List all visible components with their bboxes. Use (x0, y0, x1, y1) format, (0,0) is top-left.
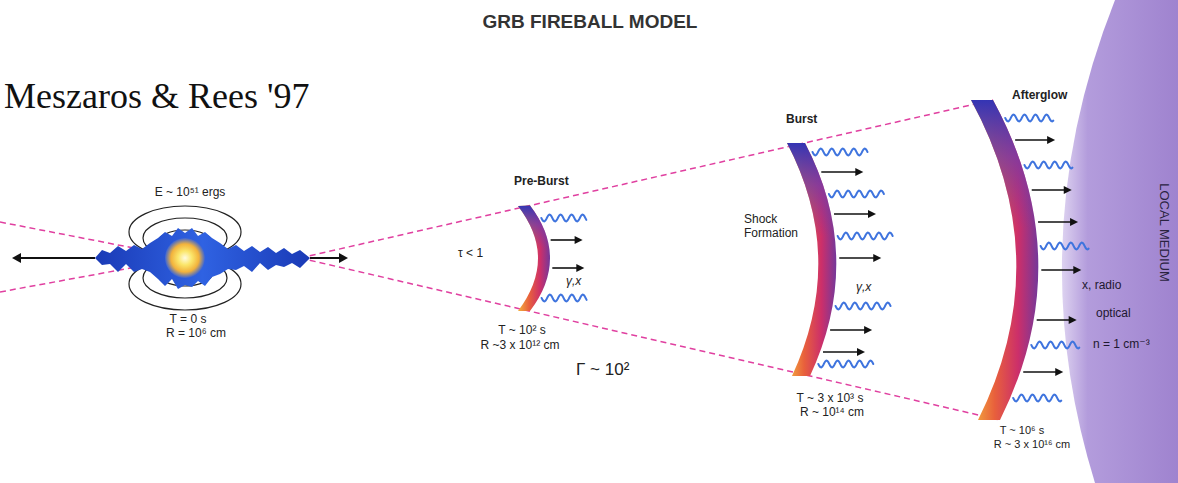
flow-arrow (1032, 189, 1066, 191)
local-medium-shape (1062, 0, 1178, 483)
photon-wave (1024, 162, 1072, 169)
arrow-head (1073, 266, 1081, 274)
arrow-head (855, 168, 863, 176)
arrow-head (864, 326, 872, 334)
flow-arrow (1038, 221, 1072, 223)
photon-wave (813, 149, 868, 156)
radius-label: R ~ 3 x 10¹⁶ cm (994, 438, 1070, 451)
lorentz-factor-label: Γ ~ 10² (576, 360, 629, 380)
cone-dashed-lines (0, 100, 1000, 420)
radius-label: R ~3 x 10¹² cm (480, 339, 559, 353)
arrow-head (1064, 186, 1072, 194)
emission-label: γ,x (566, 275, 581, 289)
optical-depth-label: τ < 1 (458, 247, 483, 261)
burst-shell (787, 143, 836, 376)
diagram-title: GRB FIREBALL MODEL (483, 11, 698, 33)
arrow-head (1047, 136, 1055, 144)
region-title: LOCAL MEDIUM (1156, 183, 1171, 281)
photon-wave (838, 233, 893, 240)
arrow-head (1070, 218, 1078, 226)
time-label: T = 0 s (170, 313, 207, 327)
flow-arrow (834, 213, 870, 215)
flow-arrow (552, 267, 578, 269)
outflow-arrows (12, 253, 348, 263)
stage-heading: Afterglow (1012, 89, 1067, 103)
photon-wave (1013, 395, 1061, 402)
flow-arrow (1041, 269, 1075, 271)
flow-arrow (1023, 371, 1057, 373)
central-engine-disk (95, 228, 310, 289)
flow-arrow (823, 351, 859, 353)
disk-shape (95, 228, 310, 289)
arrow-head (575, 236, 583, 244)
photon-wave (829, 191, 884, 198)
energy-label: E ~ 10⁵¹ ergs (155, 186, 226, 200)
arrow-head (1055, 368, 1063, 376)
photon-wave (1031, 342, 1079, 349)
radius-label: R ~ 10¹⁴ cm (800, 406, 864, 420)
shock-label: Shock Formation (744, 213, 808, 241)
stage-heading: Pre-Burst (514, 175, 569, 189)
time-label: T ~ 10⁶ s (1000, 424, 1044, 437)
flow-arrow (839, 257, 875, 259)
reference-label: Meszaros & Rees '97 (4, 76, 309, 117)
emission-label: optical (1096, 307, 1131, 321)
radius-label: R = 10⁶ cm (166, 327, 226, 341)
density-label: n = 1 cm⁻³ (1093, 338, 1150, 352)
photon-wave (1041, 243, 1089, 250)
arrow-head (873, 254, 881, 262)
time-label: T ~ 3 x 10³ s (797, 392, 864, 406)
photon-wave (836, 303, 891, 310)
flow-arrow (1037, 319, 1071, 321)
flow-arrow (1015, 139, 1049, 141)
arrow-head (1069, 316, 1077, 324)
photon-wave (818, 361, 873, 368)
flow-arrow (551, 239, 577, 241)
arrow-head (868, 210, 876, 218)
flow-arrow (821, 171, 857, 173)
photon-wave (542, 295, 587, 302)
time-label: T ~ 10² s (498, 324, 545, 338)
flow-arrow (830, 329, 866, 331)
emission-layer (541, 115, 1088, 402)
photon-wave (541, 215, 586, 222)
fireball-core (165, 238, 205, 278)
emission-label: γ,x (856, 281, 871, 295)
arrow-head (576, 264, 584, 272)
emission-label: x, radio (1082, 279, 1121, 293)
photon-wave (1005, 115, 1053, 122)
arrow-head (857, 348, 865, 356)
stage-heading: Burst (786, 113, 817, 127)
